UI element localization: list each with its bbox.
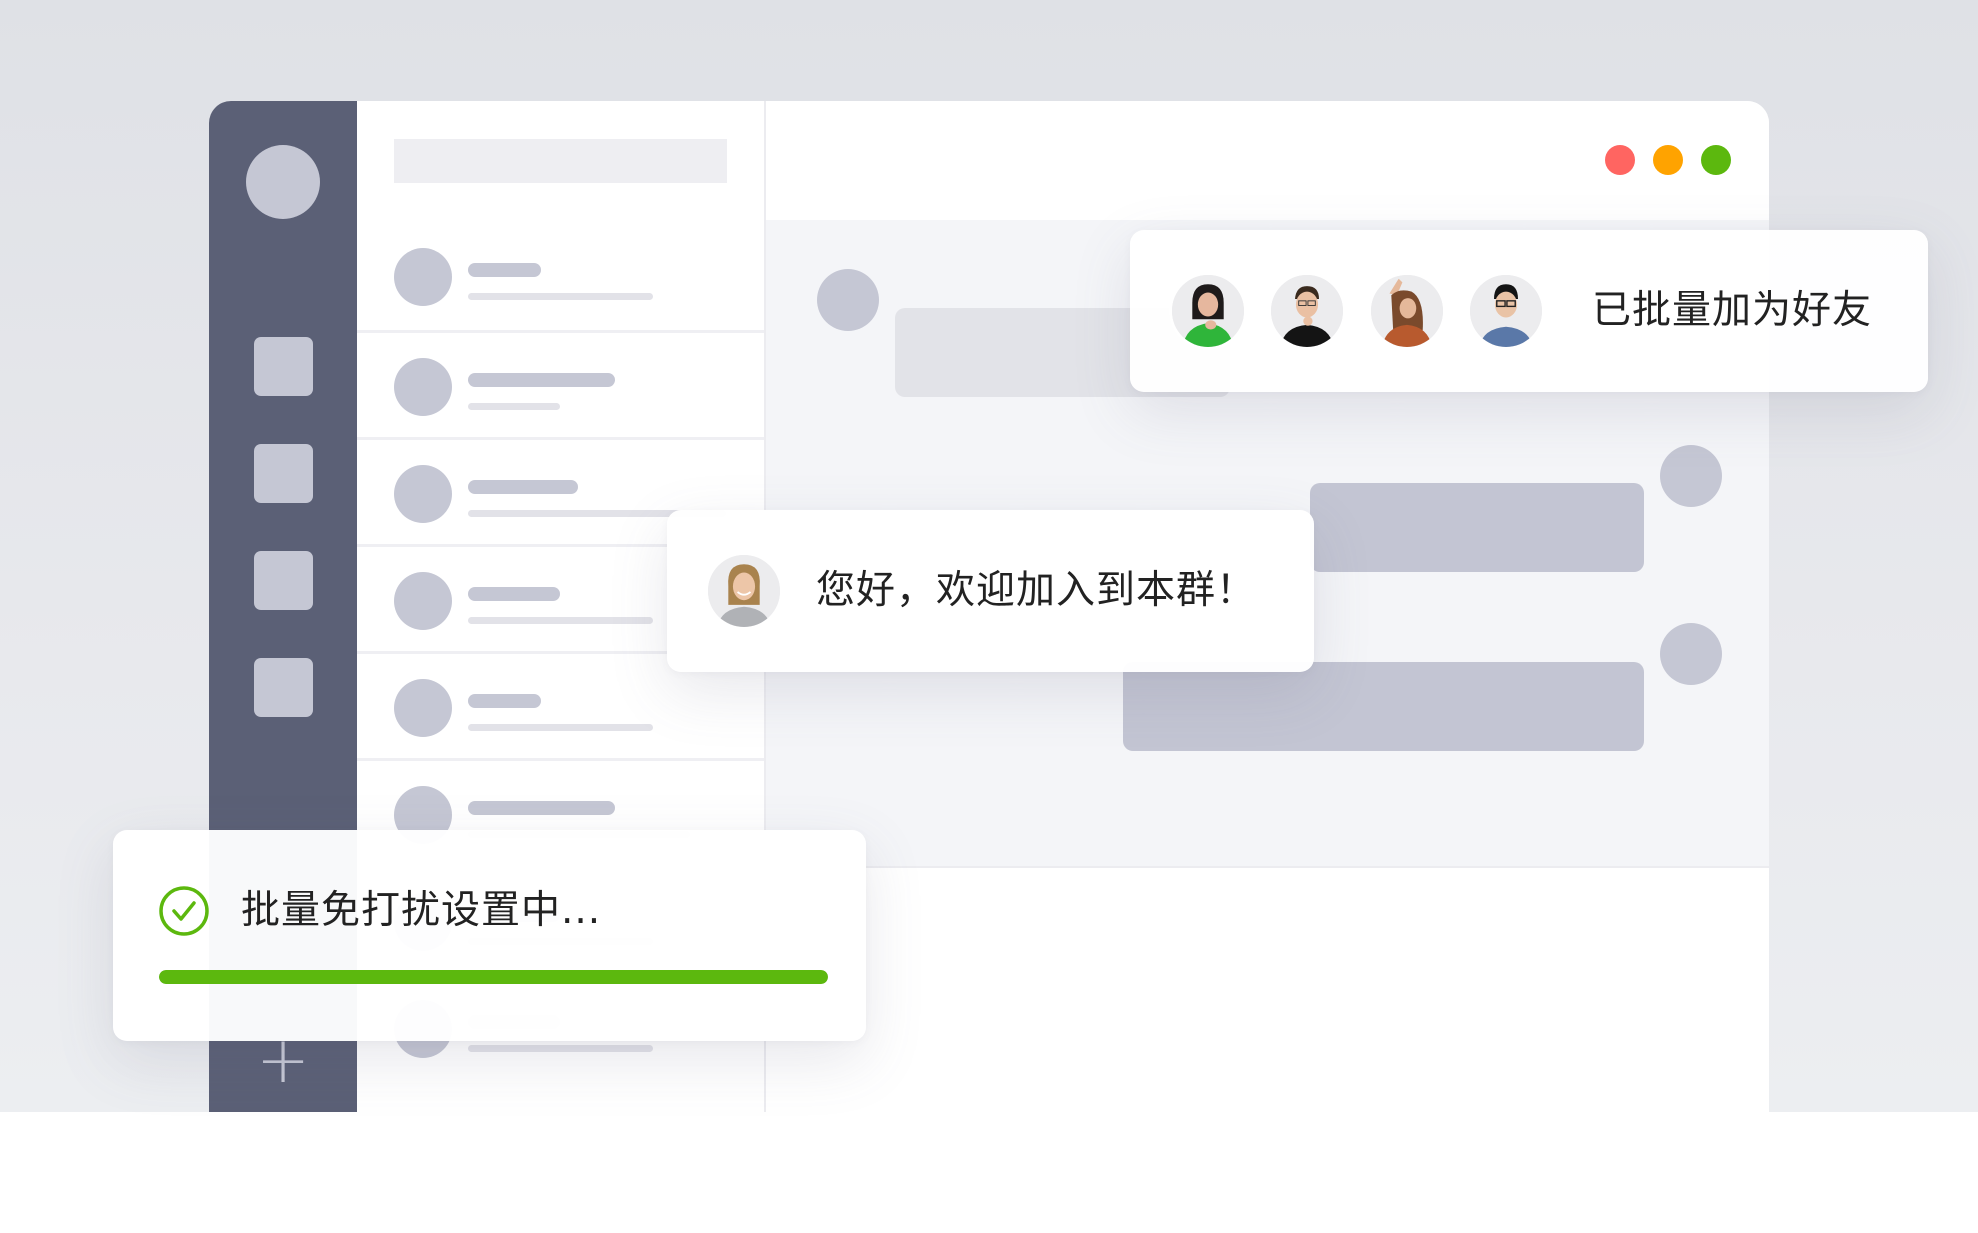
dnd-progress-bar [159,970,828,984]
sender-avatar-woman-grey-top [705,552,783,630]
contact-avatar [394,358,452,416]
close-window-button[interactable] [1605,145,1635,175]
message-input-area[interactable] [766,866,1769,1112]
sender-avatar [817,269,879,331]
contact-preview-placeholder [468,724,653,731]
self-avatar [1660,623,1722,685]
contact-preview-placeholder [468,1045,653,1052]
contact-avatar [394,572,452,630]
list-item[interactable] [357,651,764,758]
list-item[interactable] [357,330,764,437]
contact-avatar [394,679,452,737]
dnd-status-text: 批量免打扰设置中... [241,888,602,933]
list-item[interactable] [357,544,764,651]
search-input[interactable] [394,139,727,183]
contact-name-placeholder [468,263,541,277]
dnd-progress-card: 批量免打扰设置中... [113,830,866,1041]
check-circle-icon [159,886,209,936]
contact-preview-placeholder [468,510,726,517]
sidebar-item-1[interactable] [254,337,313,396]
contact-name-placeholder [468,373,615,387]
contact-name-placeholder [468,480,578,494]
friends-added-notification: 已批量加为好友 [1130,230,1928,392]
contact-avatar [394,465,452,523]
outgoing-message-bubble [1310,483,1644,572]
user-avatar[interactable] [246,145,320,219]
minimize-window-button[interactable] [1653,145,1683,175]
welcome-message-text: 您好，欢迎加入到本群！ [816,568,1257,613]
chat-header [766,101,1769,220]
friend-avatar-woman-orange-top [1368,272,1446,350]
list-item[interactable] [357,223,764,330]
contact-preview-placeholder [468,293,653,300]
contact-preview-placeholder [468,403,560,410]
friends-added-text: 已批量加为好友 [1592,288,1873,333]
dnd-progress-fill [159,970,828,984]
contact-name-placeholder [468,801,615,815]
friend-avatar-man-black-shirt [1268,272,1346,350]
friend-avatar-woman-green-top [1169,272,1247,350]
sidebar-item-4[interactable] [254,658,313,717]
list-item[interactable] [357,437,764,544]
contact-name-placeholder [468,694,541,708]
self-avatar [1660,445,1722,507]
contact-avatar [394,248,452,306]
outgoing-message-bubble [1123,662,1644,751]
sidebar-item-2[interactable] [254,444,313,503]
contact-name-placeholder [468,587,560,601]
contact-preview-placeholder [468,617,653,624]
friend-avatar-man-blue-shirt [1467,272,1545,350]
sidebar-item-3[interactable] [254,551,313,610]
maximize-window-button[interactable] [1701,145,1731,175]
welcome-message-card: 您好，欢迎加入到本群！ [667,510,1314,672]
